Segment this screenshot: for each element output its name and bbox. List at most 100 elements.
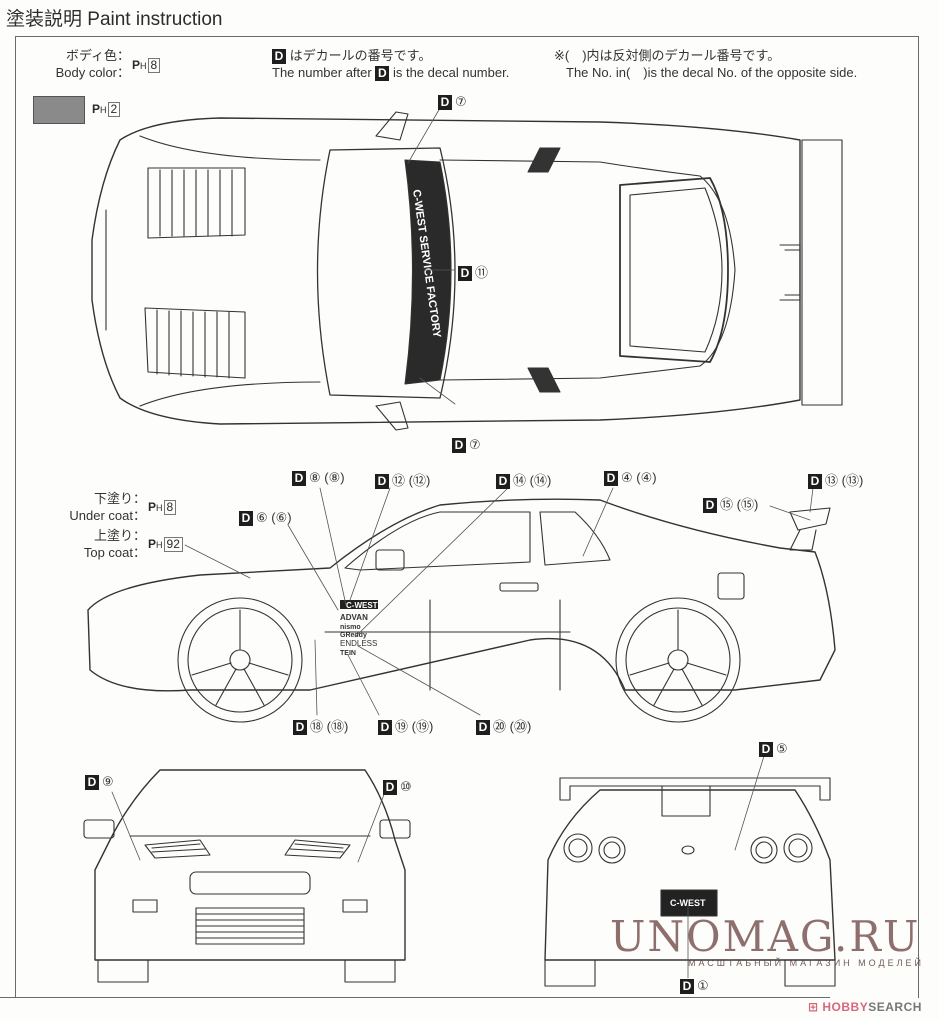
paint-sub: H (100, 105, 107, 115)
logo-greddy: GReddy (340, 632, 367, 639)
paint-prefix: P (92, 102, 101, 116)
logo-endless: ENDLESS (340, 639, 377, 648)
credit-brand-a: ⊞ HOBBY (808, 1000, 869, 1014)
paint-prefix: P (148, 537, 157, 551)
decal-badge-icon: D (496, 474, 510, 490)
opposite-note-en: The No. in( )is the decal No. of the opp… (566, 65, 858, 80)
front-wheel (177, 597, 303, 723)
callout-number: ⑫ (392, 473, 406, 488)
callout-number: ⑨ (102, 774, 114, 789)
decal-badge-icon: D (85, 775, 99, 791)
under-coat-jp: 下塗り： (93, 491, 146, 506)
side-leader-lines (184, 487, 814, 716)
logo-cwest: C-WEST (346, 601, 378, 610)
top-coat-label: 上塗り： Top coat： (40, 527, 146, 561)
callout-number: ⑦ (455, 94, 467, 109)
front-view-car (83, 769, 411, 983)
decal-badge-icon: D (292, 471, 306, 487)
decal-badge-icon: D (703, 498, 717, 514)
callout-opposite: (⑮) (736, 497, 759, 512)
decal-note-en-pre: The number after (272, 65, 372, 81)
decal-badge-icon: D (438, 95, 452, 111)
body-color-label-en: Body color： (55, 65, 130, 80)
top-leader-lines (407, 107, 456, 405)
decal-badge-icon: D (458, 266, 472, 282)
paint-sub: H (140, 61, 147, 71)
rear-wheel (615, 597, 741, 723)
frame-bottom-rule (0, 997, 830, 998)
decal-badge-icon: D (375, 474, 389, 490)
top-coat-jp: 上塗り： (93, 528, 146, 543)
decal-badge-icon: D (680, 979, 694, 995)
rear-view-car: C-WEST (544, 755, 836, 987)
under-coat-en: Under coat： (69, 508, 146, 523)
decal-badge-icon: D (272, 49, 286, 65)
mirror-right (379, 819, 411, 839)
paint-number: 2 (107, 102, 121, 117)
body-color-label: ボディ色： Body color： (30, 47, 130, 81)
decal-note-jp: はデカールの番号です。 (289, 48, 432, 63)
decal-badge-icon: D (808, 474, 822, 490)
windshield-banner-decal (404, 159, 452, 385)
callout-number: ⑦ (469, 437, 481, 452)
callout-number: ⑥ (256, 510, 268, 525)
paint-sub: H (156, 503, 163, 513)
callout-opposite: (⑳) (509, 719, 532, 734)
logo-advan: ADVAN (340, 613, 368, 622)
watermark-subtitle: МАСШТАБНЫЙ МАГАЗИН МОДЕЛЕЙ (688, 958, 924, 968)
paint-number: 8 (163, 500, 177, 515)
rear-plate-text: C-WEST (670, 898, 706, 908)
callout-number: ⑭ (513, 473, 527, 488)
under-coat-label: 下塗り： Under coat： (40, 490, 146, 524)
top-coat-en: Top coat： (83, 545, 146, 560)
opposite-note-jp: ※( )内は反対側のデカール番号です。 (554, 48, 781, 63)
callout-opposite: (⑥) (271, 510, 292, 525)
hood-vent-left (147, 167, 246, 239)
callout-opposite: (⑲) (411, 719, 434, 734)
decal-badge-icon: D (383, 780, 397, 796)
callout-number: ④ (621, 470, 633, 485)
callout-number: ⑲ (395, 719, 409, 734)
instruction-frame (15, 36, 919, 998)
callout-number: ⑪ (475, 265, 489, 280)
callout-opposite: (⑱) (326, 719, 349, 734)
callout-opposite: (⑭) (529, 473, 552, 488)
callout-number: ⑳ (493, 719, 507, 734)
paint-number: 92 (163, 537, 183, 552)
decal-badge-icon: D (759, 742, 773, 758)
credit-brand-b: SEARCH (868, 1000, 922, 1014)
hood-vent-right (144, 307, 246, 379)
paint-swatch (33, 96, 85, 124)
decal-badge-icon: D (378, 720, 392, 736)
body-color-label-jp: ボディ色： (65, 48, 130, 63)
page-title: 塗装説明 Paint instruction (6, 9, 223, 30)
callout-number: ⑩ (400, 779, 412, 794)
side-sponsor-logos: C-WEST ADVAN nismo GReddy ENDLESS TEIN (340, 600, 378, 657)
hobby-search-credit: ⊞ HOBBYSEARCH (808, 1000, 922, 1014)
paint-sub: H (156, 540, 163, 550)
callout-number: ⑮ (720, 497, 734, 512)
decal-badge-icon: D (452, 438, 466, 454)
opposite-note: ※( )内は反対側のデカール番号です。 The No. in( )is the … (554, 47, 857, 81)
decal-badge-icon: D (239, 511, 253, 527)
top-view-car: C-WEST SERVICE FACTORY (91, 111, 843, 431)
logo-nismo: nismo (340, 624, 361, 631)
callout-number: ⑬ (825, 473, 839, 488)
decal-badge-icon: D (476, 720, 490, 736)
